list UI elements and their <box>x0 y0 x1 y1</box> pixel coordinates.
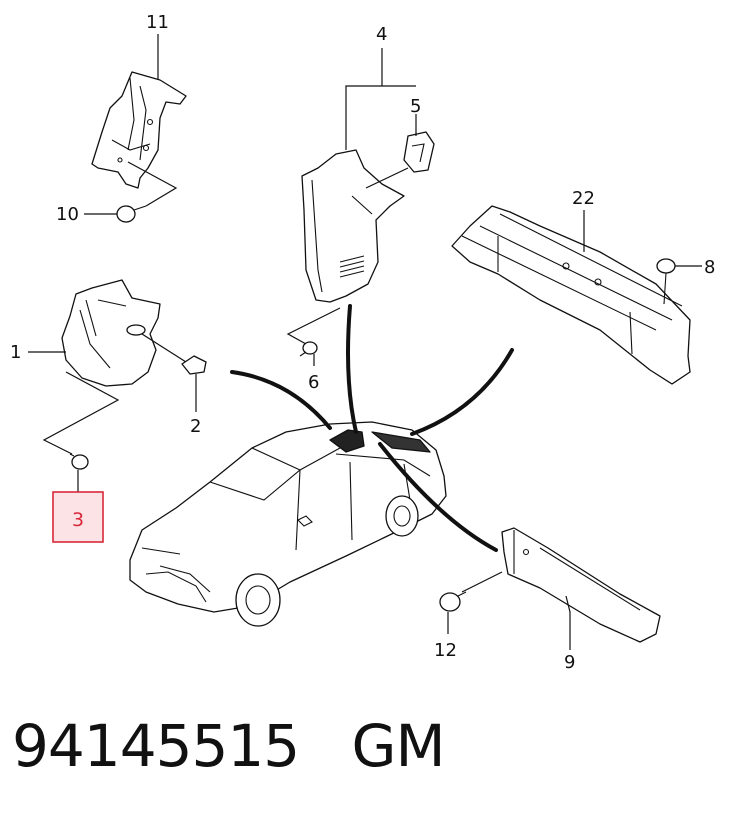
part-12-clip[interactable] <box>439 591 467 612</box>
parts-diagram: 11 10 4 5 6 22 <box>10 12 715 673</box>
callout-6: 6 <box>308 372 319 393</box>
vent-grille <box>339 255 365 278</box>
leader-4 <box>345 85 416 150</box>
leader-9 <box>565 595 571 650</box>
part-9-sill-trim[interactable] <box>501 527 661 643</box>
callout-3: 3 <box>72 509 84 531</box>
part-2-piece[interactable] <box>181 355 207 375</box>
car-illustration <box>129 421 447 627</box>
callout-22: 22 <box>572 188 595 209</box>
leader-12-link <box>461 571 503 593</box>
callout-9: 9 <box>564 652 575 673</box>
leader-10-group <box>127 161 178 207</box>
part-4-pillar-trim[interactable] <box>301 149 405 303</box>
highlight-box-3[interactable] <box>52 491 104 543</box>
arrow-part-1 <box>230 370 332 430</box>
callout-10: 10 <box>56 204 79 225</box>
callout-5: 5 <box>410 96 421 117</box>
callout-2: 2 <box>190 416 201 437</box>
leader-3-group <box>42 371 120 455</box>
part-11-trim[interactable] <box>91 71 187 189</box>
callout-8: 8 <box>704 257 715 278</box>
brand-name: GM <box>351 712 446 780</box>
part-6-clip[interactable] <box>299 341 318 357</box>
part-number: 94145515 <box>12 712 300 780</box>
arrow-part-4 <box>346 304 358 434</box>
leader-2-link <box>141 333 187 363</box>
part-10-clip[interactable] <box>116 205 147 223</box>
part-22-rear-panel[interactable] <box>451 205 691 385</box>
callout-12: 12 <box>434 640 457 661</box>
part-5-cover[interactable] <box>403 131 435 173</box>
leader-5-link <box>365 167 409 189</box>
callout-11: 11 <box>146 12 169 33</box>
part-3-clip[interactable] <box>69 453 89 470</box>
part-8-clip[interactable] <box>656 258 676 305</box>
part-1-wheelhouse-trim[interactable] <box>61 279 161 387</box>
callout-1: 1 <box>10 342 21 363</box>
leader-6-group <box>286 307 341 345</box>
part-footer: 94145515 GM <box>12 712 446 802</box>
arrow-part-22 <box>410 348 514 436</box>
arrow-part-9 <box>378 442 498 552</box>
callout-4: 4 <box>376 24 387 45</box>
